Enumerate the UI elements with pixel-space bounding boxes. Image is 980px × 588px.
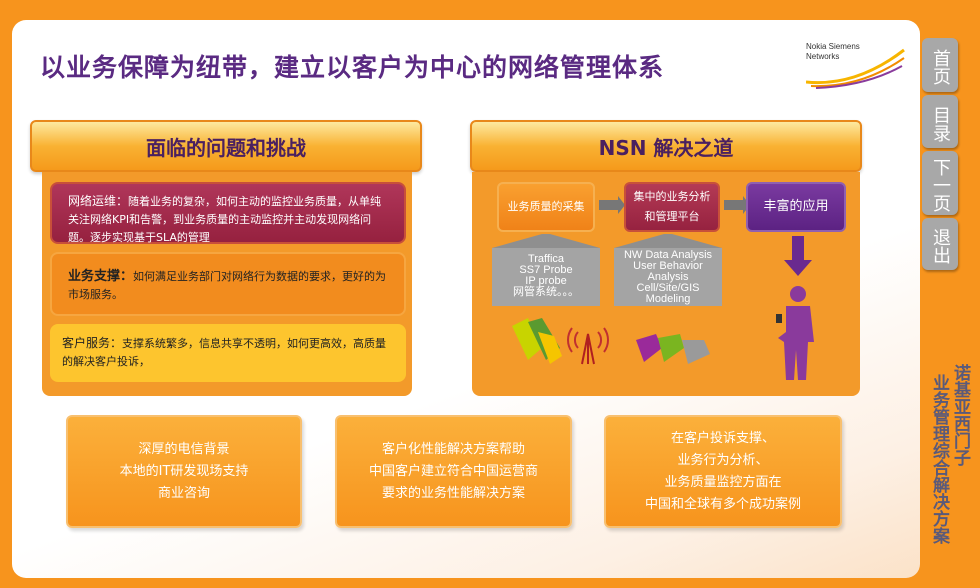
- step-applications: 丰富的应用: [746, 182, 846, 232]
- company-name: 诺基亚西门子: [950, 364, 970, 466]
- user-with-phone-icon: [776, 286, 814, 380]
- arrow-down-icon: [784, 236, 812, 276]
- issue-business-support: 业务支撑：如何满足业务部门对网络行为数据的要求，更好的为市场服务。: [50, 252, 406, 316]
- probe-devices-icon: [512, 318, 562, 364]
- step-collection: 业务质量的采集: [497, 182, 595, 232]
- data-cubes-icon: [636, 334, 710, 364]
- challenges-body: 网络运维：随着业务的复杂，如何主动的监控业务质量，从单纯关注网络KPI和告警，到…: [42, 172, 412, 396]
- logo-swoosh-icon: [806, 48, 905, 89]
- nav-home-button[interactable]: 首页: [922, 38, 958, 92]
- page-title: 以业务保障为纽带，建立以客户为中心的网络管理体系: [40, 53, 665, 82]
- issue-customer-service: 客户服务：支撑系统繁多，信息共享不透明，如何更高效，高质量的解决客户投诉，: [50, 324, 406, 382]
- challenges-header: 面临的问题和挑战: [30, 120, 422, 172]
- solution-name: 业务管理综合解决方案: [929, 374, 949, 544]
- nav-next-page-button[interactable]: 下一页: [922, 151, 958, 215]
- issue-network-ops: 网络运维：随着业务的复杂，如何主动的监控业务质量，从单纯关注网络KPI和告警，到…: [50, 182, 406, 244]
- nsn-logo: Nokia Siemens Networks: [806, 42, 906, 90]
- nav-exit-button[interactable]: 退出: [922, 218, 958, 270]
- strength-box-background: 深厚的电信背景本地的IT研发现场支持商业咨询: [66, 415, 302, 528]
- arrow-right-icon: [599, 196, 625, 214]
- strength-box-customization: 客户化性能解决方案帮助中国客户建立符合中国运营商要求的业务性能解决方案: [335, 415, 572, 528]
- strength-box-cases: 在客户投诉支撑、业务行为分析、业务质量监控方面在中国和全球有多个成功案例: [604, 415, 842, 528]
- nav-contents-button[interactable]: 目录: [922, 95, 958, 148]
- step-analysis-platform: 集中的业务分析和管理平台: [624, 182, 720, 232]
- analysis-capabilities: NW Data Analysis User Behavior Analysis …: [614, 234, 722, 306]
- solution-header: NSN 解决之道: [470, 120, 862, 172]
- arrow-right-icon: [724, 196, 750, 214]
- antenna-icon: [567, 327, 609, 365]
- collection-sources: Traffica SS7 Probe IP probe 网管系统。。。: [492, 234, 600, 306]
